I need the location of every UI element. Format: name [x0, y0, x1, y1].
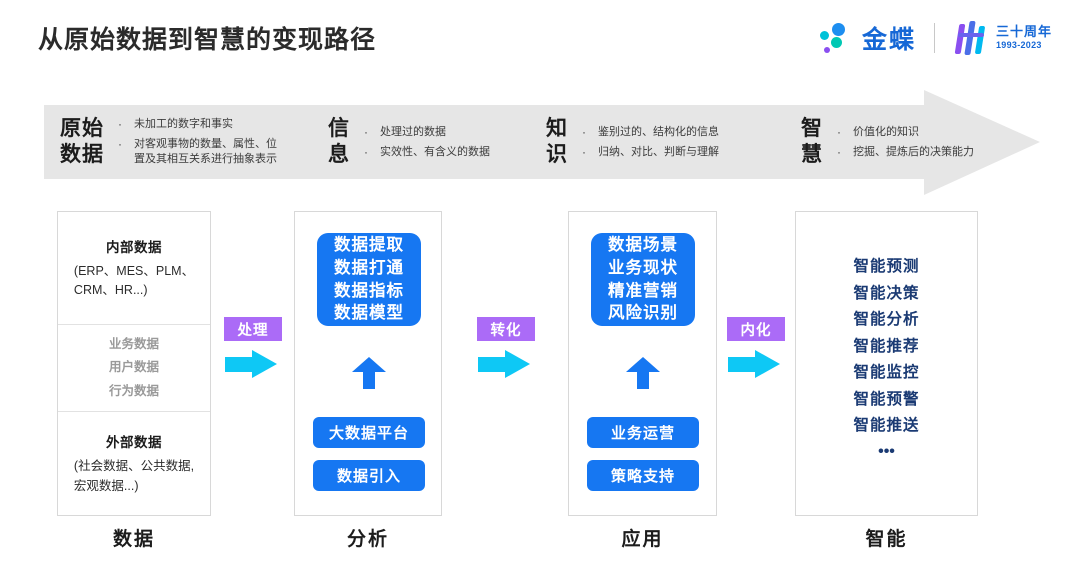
bullet-text: 鉴别过的、结构化的信息 — [598, 125, 719, 138]
page-title: 从原始数据到智慧的变现路径 — [38, 26, 377, 54]
column-label-intelligence: 智能 — [865, 529, 908, 550]
application-pill-strategy-support[interactable]: 策略支持 — [587, 460, 699, 491]
card-application: 数据场景 业务现状 精准营销 风险识别 业务运营 策略支持 — [568, 211, 717, 516]
segment-bullet: · 未加工的数字和事实 — [118, 117, 277, 132]
bullet-marker: · — [837, 144, 841, 159]
up-arrow-icon — [626, 357, 660, 389]
anniversary-mark-icon — [953, 20, 989, 56]
internal-data-block: 内部数据 (ERP、MES、PLM、 CRM、HR...) — [58, 212, 210, 324]
internal-data-title: 内部数据 — [106, 239, 162, 255]
segment-title: 原始 数据 — [60, 117, 104, 166]
bullet-text: 价值化的知识 — [853, 125, 919, 138]
anniversary-label: 三十周年 — [995, 24, 1052, 40]
application-capability-box[interactable]: 数据场景 业务现状 精准营销 风险识别 — [591, 233, 695, 326]
banner-arrowhead-icon — [924, 90, 1040, 195]
capability-line: 数据模型 — [334, 304, 404, 323]
capability-line: 风险识别 — [608, 304, 678, 323]
banner-segment-information: 信 息 · 处理过的数据 · 实效性、有含义的数据 — [328, 105, 490, 179]
application-pill-business-operations[interactable]: 业务运营 — [587, 417, 699, 448]
internal-data-subtitle: (ERP、MES、PLM、 CRM、HR...) — [73, 263, 195, 297]
card-analysis: 数据提取 数据打通 数据指标 数据模型 大数据平台 数据引入 — [294, 211, 442, 516]
analysis-capability-box[interactable]: 数据提取 数据打通 数据指标 数据模型 — [317, 233, 421, 326]
card-divider — [58, 411, 210, 412]
kingdee-dots-icon — [819, 22, 853, 54]
card-data: 内部数据 (ERP、MES、PLM、 CRM、HR...) 业务数据 用户数据 … — [57, 211, 211, 516]
bullet-marker: · — [364, 144, 368, 159]
banner-segment-wisdom: 智 慧 · 价值化的知识 · 挖掘、提炼后的决策能力 — [801, 105, 974, 179]
banner-body — [44, 105, 924, 179]
bullet-text: 未加工的数字和事实 — [134, 118, 233, 130]
column-label-analysis: 分析 — [346, 529, 389, 550]
intelligence-list: 智能预测 智能决策 智能分析 智能推荐 智能监控 智能预警 智能推送 ••• — [796, 254, 977, 464]
up-arrow-icon — [352, 357, 386, 389]
external-data-block: 外部数据 (社会数据、公共数据, 宏观数据...) — [58, 412, 210, 515]
banner-segment-knowledge: 知 识 · 鉴别过的、结构化的信息 · 归纳、对比、判断与理解 — [546, 105, 719, 179]
middle-data-item: 业务数据 — [108, 337, 159, 352]
banner-segment-raw-data: 原始 数据 · 未加工的数字和事实 · 对客观事物的数量、属性、位 置及其相互关… — [60, 105, 277, 179]
capability-line: 精准营销 — [608, 281, 678, 300]
external-data-title: 外部数据 — [106, 435, 162, 451]
brand-logo: 金蝶 三十周年 1993-2023 — [819, 18, 1052, 58]
right-arrow-icon — [478, 350, 530, 379]
right-arrow-icon — [728, 350, 780, 379]
connector-label: 转化 — [477, 317, 535, 341]
segment-title: 信 息 — [328, 117, 350, 166]
card-intelligence: 智能预测 智能决策 智能分析 智能推荐 智能监控 智能预警 智能推送 ••• — [795, 211, 978, 516]
external-data-subtitle: (社会数据、公共数据, 宏观数据...) — [73, 459, 195, 493]
connector-label: 处理 — [224, 317, 282, 341]
anniversary-badge: 三十周年 1993-2023 — [953, 20, 1052, 56]
list-item: 智能推荐 — [853, 337, 920, 355]
connector-label: 内化 — [727, 317, 785, 341]
bullet-text: 挖掘、提炼后的决策能力 — [853, 145, 974, 158]
middle-data-item: 用户数据 — [108, 360, 159, 375]
column-label-data: 数据 — [112, 529, 155, 550]
list-item: 智能预测 — [853, 258, 920, 275]
middle-data-block: 业务数据 用户数据 行为数据 — [58, 325, 210, 411]
list-item: 智能分析 — [853, 311, 920, 328]
list-ellipsis: ••• — [878, 442, 895, 460]
connector-internalization: 内化 — [727, 317, 785, 379]
analysis-pill-big-data-platform[interactable]: 大数据平台 — [313, 417, 425, 448]
segment-bullet: · 处理过的数据 — [364, 125, 490, 140]
segment-bullet: · 对客观事物的数量、属性、位 置及其相互关系进行抽象表示 — [118, 137, 277, 167]
list-item: 智能推送 — [853, 417, 920, 434]
bullet-marker: · — [582, 124, 586, 139]
segment-title: 知 识 — [546, 117, 568, 166]
capability-line: 数据提取 — [334, 235, 404, 254]
segment-bullet: · 归纳、对比、判断与理解 — [582, 145, 719, 160]
segment-bullet: · 挖掘、提炼后的决策能力 — [837, 145, 974, 160]
segment-title: 智 慧 — [801, 117, 823, 166]
connector-transformation: 转化 — [477, 317, 535, 379]
middle-data-item: 行为数据 — [108, 383, 159, 398]
bullet-text: 实效性、有含义的数据 — [380, 145, 490, 158]
bullet-text: 归纳、对比、判断与理解 — [598, 145, 719, 158]
segment-bullet: · 价值化的知识 — [837, 125, 974, 140]
capability-line: 数据指标 — [334, 281, 404, 300]
bullet-marker: · — [582, 144, 586, 159]
brand-divider — [933, 23, 935, 53]
capability-line: 数据场景 — [608, 235, 678, 254]
bullet-marker: · — [118, 137, 122, 151]
capability-line: 数据打通 — [334, 258, 404, 277]
segment-bullet: · 实效性、有含义的数据 — [364, 145, 490, 160]
bullet-marker: · — [118, 117, 122, 131]
segment-bullet: · 鉴别过的、结构化的信息 — [582, 125, 719, 140]
list-item: 智能预警 — [853, 390, 920, 408]
brand-name: 金蝶 — [861, 26, 916, 54]
right-arrow-icon — [225, 350, 277, 379]
dikw-arrow-banner: 原始 数据 · 未加工的数字和事实 · 对客观事物的数量、属性、位 置及其相互关… — [44, 90, 1040, 195]
bullet-text: 处理过的数据 — [380, 125, 446, 138]
connector-processing: 处理 — [224, 317, 282, 379]
list-item: 智能决策 — [853, 284, 920, 302]
anniversary-years: 1993-2023 — [995, 40, 1042, 51]
list-item: 智能监控 — [853, 364, 920, 381]
bullet-marker: · — [364, 124, 368, 139]
column-label-application: 应用 — [621, 529, 664, 550]
bullet-marker: · — [837, 124, 841, 139]
capability-line: 业务现状 — [608, 258, 678, 277]
bullet-text: 对客观事物的数量、属性、位 置及其相互关系进行抽象表示 — [134, 138, 277, 165]
analysis-pill-data-ingestion[interactable]: 数据引入 — [313, 460, 425, 491]
card-divider — [58, 324, 210, 325]
